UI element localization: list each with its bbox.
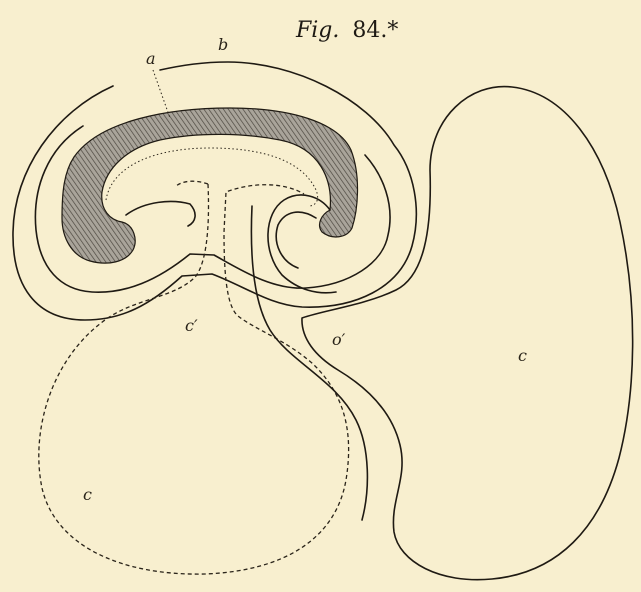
right-hook-outline xyxy=(268,195,336,293)
left-hook-outline xyxy=(126,202,195,226)
label-c-right: c xyxy=(518,346,527,365)
leader-line-a xyxy=(153,70,170,118)
caption-number: 84.* xyxy=(352,18,398,43)
label-o-prime: o′ xyxy=(332,330,346,349)
label-c-bottom: c xyxy=(83,485,92,504)
label-b: b xyxy=(218,35,228,54)
inner-dotted-outline xyxy=(106,148,318,206)
right-hook-inner xyxy=(276,212,316,268)
stalk-right-outline xyxy=(251,206,367,520)
label-a: a xyxy=(146,49,156,68)
dashed-stalk xyxy=(176,181,208,186)
label-c-prime: c′ xyxy=(185,316,198,335)
figure-caption: Fig. 84.* xyxy=(295,18,398,43)
caption-prefix: Fig. xyxy=(295,18,339,43)
